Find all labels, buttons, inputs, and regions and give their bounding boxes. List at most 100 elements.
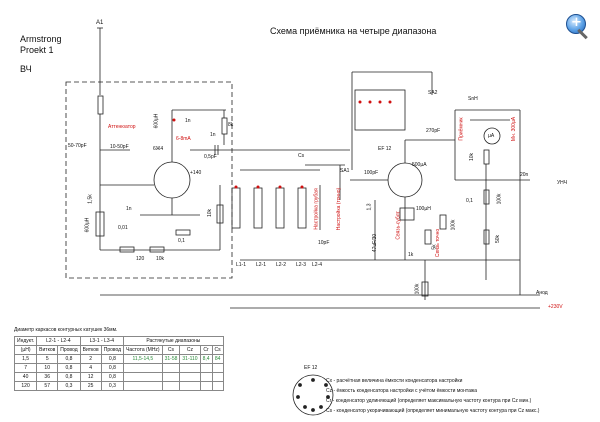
table-caption: Диаметр каркасов контурных катушек 36мм. (14, 327, 118, 333)
label-nastroika-fine: Настройка (точно) (336, 187, 343, 231)
cell (123, 372, 163, 382)
label-c-50-70: 50-70pF (68, 143, 87, 149)
label-l1: L1-1 (236, 262, 247, 268)
label-c-270pf: 270pF (426, 128, 441, 134)
th-vitkov: Витков (36, 345, 59, 355)
label-r-1-3: 1,3 (366, 203, 373, 211)
cell: 40 (13, 372, 38, 382)
label-prd-red: Приёмник (458, 117, 465, 141)
label-r-0-1: 0,1 (178, 238, 185, 244)
th-cr: Cr (199, 345, 213, 355)
cell (179, 381, 201, 391)
label-r-47uf: 47uF/30 (372, 233, 379, 253)
cell (211, 372, 224, 382)
label-tube1: 6Ж4 (153, 146, 164, 152)
table-row: 7 10 0,8 4 0,8 (13, 363, 224, 373)
label-tube2: EF 12 (378, 146, 392, 152)
cell: 57 (36, 381, 59, 391)
label-l3: L2-2 (276, 262, 287, 268)
cell: 12 (79, 372, 102, 382)
cell (211, 381, 224, 391)
label-tube3: EF 12 (304, 365, 318, 371)
th-provod2: Провод (100, 345, 125, 355)
label-r-100k: 100k (496, 193, 503, 205)
label-r-10k: 10k (156, 256, 165, 262)
cell: 2 (79, 354, 102, 364)
cell (199, 381, 213, 391)
cell: 4 (79, 363, 102, 373)
label-sa1: SA1 (340, 168, 350, 174)
magnifier-plus-icon[interactable] (566, 14, 586, 34)
coil-table: Индукт. L2-1 - L2-4 L3-1 - L3-4 Растянут… (13, 336, 224, 391)
label-r-1k: 1k (408, 252, 414, 258)
cell: 25 (79, 381, 102, 391)
cell (199, 372, 213, 382)
cell (161, 381, 181, 391)
cell: 5 (36, 354, 59, 364)
table-row: 1,5 5 0,8 2 0,8 11,5-14,5 31-58 31-110 8… (13, 354, 224, 364)
cell (179, 372, 201, 382)
label-r-10k-c: 10k (469, 152, 476, 162)
cell (211, 363, 224, 373)
label-sa2: SA2 (428, 90, 438, 96)
cell: 0,8 (100, 372, 125, 382)
cell: 120 (13, 381, 38, 391)
label-cs: Cs (298, 153, 305, 159)
th-cs2: Cs (211, 345, 224, 355)
th-uh: (µH) (13, 345, 38, 355)
cell (199, 363, 213, 373)
label-c-100pf: 100pF (364, 170, 379, 176)
label-anod: Анод (536, 290, 548, 296)
cell (123, 363, 163, 373)
cell (161, 372, 181, 382)
label-svyaz-tochno: Связь точно (435, 228, 442, 258)
section-label: ВЧ (20, 64, 32, 74)
label-r-8k: 8k (228, 122, 234, 128)
label-i-6-8ma: 6-8mA (176, 136, 191, 142)
project-label: Proekt 1 (20, 45, 54, 55)
table-row: 120 57 0,3 25 0,3 (13, 381, 224, 391)
label-l-600b: 600µH (84, 217, 91, 233)
page-title: Схема приёмника на четыре диапазона (270, 26, 437, 36)
label-l2: L2-1 (256, 262, 267, 268)
cell: 0,3 (57, 381, 81, 391)
cell: 31-58 (161, 354, 181, 364)
label-r-10k-b: 10k (207, 208, 214, 218)
cell: 8,4 (199, 354, 213, 364)
label-r-100k-c: 100k (414, 283, 421, 295)
th-l2: L2-1 - L2-4 (36, 336, 81, 346)
label-c-10-50: 10-50pF (110, 144, 129, 150)
label-l4: L2-3 (296, 262, 307, 268)
author-label: Armstrong (20, 34, 62, 44)
th-ind: Индукт. (13, 336, 38, 346)
th-cs: Cs (161, 345, 181, 355)
label-r-1n: 1n (126, 206, 132, 212)
th-cz: Cz (179, 345, 201, 355)
label-l5: L2-4 (312, 262, 323, 268)
label-unch: УНЧ (557, 180, 568, 186)
label-l-600: 600µH (153, 113, 160, 129)
cell: 7 (13, 363, 38, 373)
cell (161, 363, 181, 373)
label-nastroika-red: Настройка грубая (313, 188, 320, 230)
cell: 0,8 (100, 363, 125, 373)
label-c-0-01: 0,01 (118, 225, 128, 231)
th-l3: L3-1 - L3-4 (79, 336, 125, 346)
cell: 84 (211, 354, 224, 364)
th-provod: Провод (57, 345, 81, 355)
cell: 0,8 (57, 363, 81, 373)
label-snh: SnH (468, 96, 478, 102)
label-i-500: 500µA (412, 162, 427, 168)
note-4: Cs - конденсатор укорачивающий (определя… (326, 408, 540, 414)
meter-label: µA (488, 133, 495, 139)
label-r-100k-b: 100k (450, 219, 457, 231)
note-3: Cr - конденсатор удлиняющий (определяет … (326, 398, 532, 404)
cell: 0,8 (57, 372, 81, 382)
cell: 36 (36, 372, 59, 382)
label-mn300: Мн. 300µA (511, 116, 518, 142)
label-attenuator: Аттенюатор (108, 124, 136, 130)
cell: 0,8 (57, 354, 81, 364)
label-a1: A1 (96, 20, 104, 26)
note-1: Сх - расчётная величина ёмкости конденса… (326, 378, 463, 384)
